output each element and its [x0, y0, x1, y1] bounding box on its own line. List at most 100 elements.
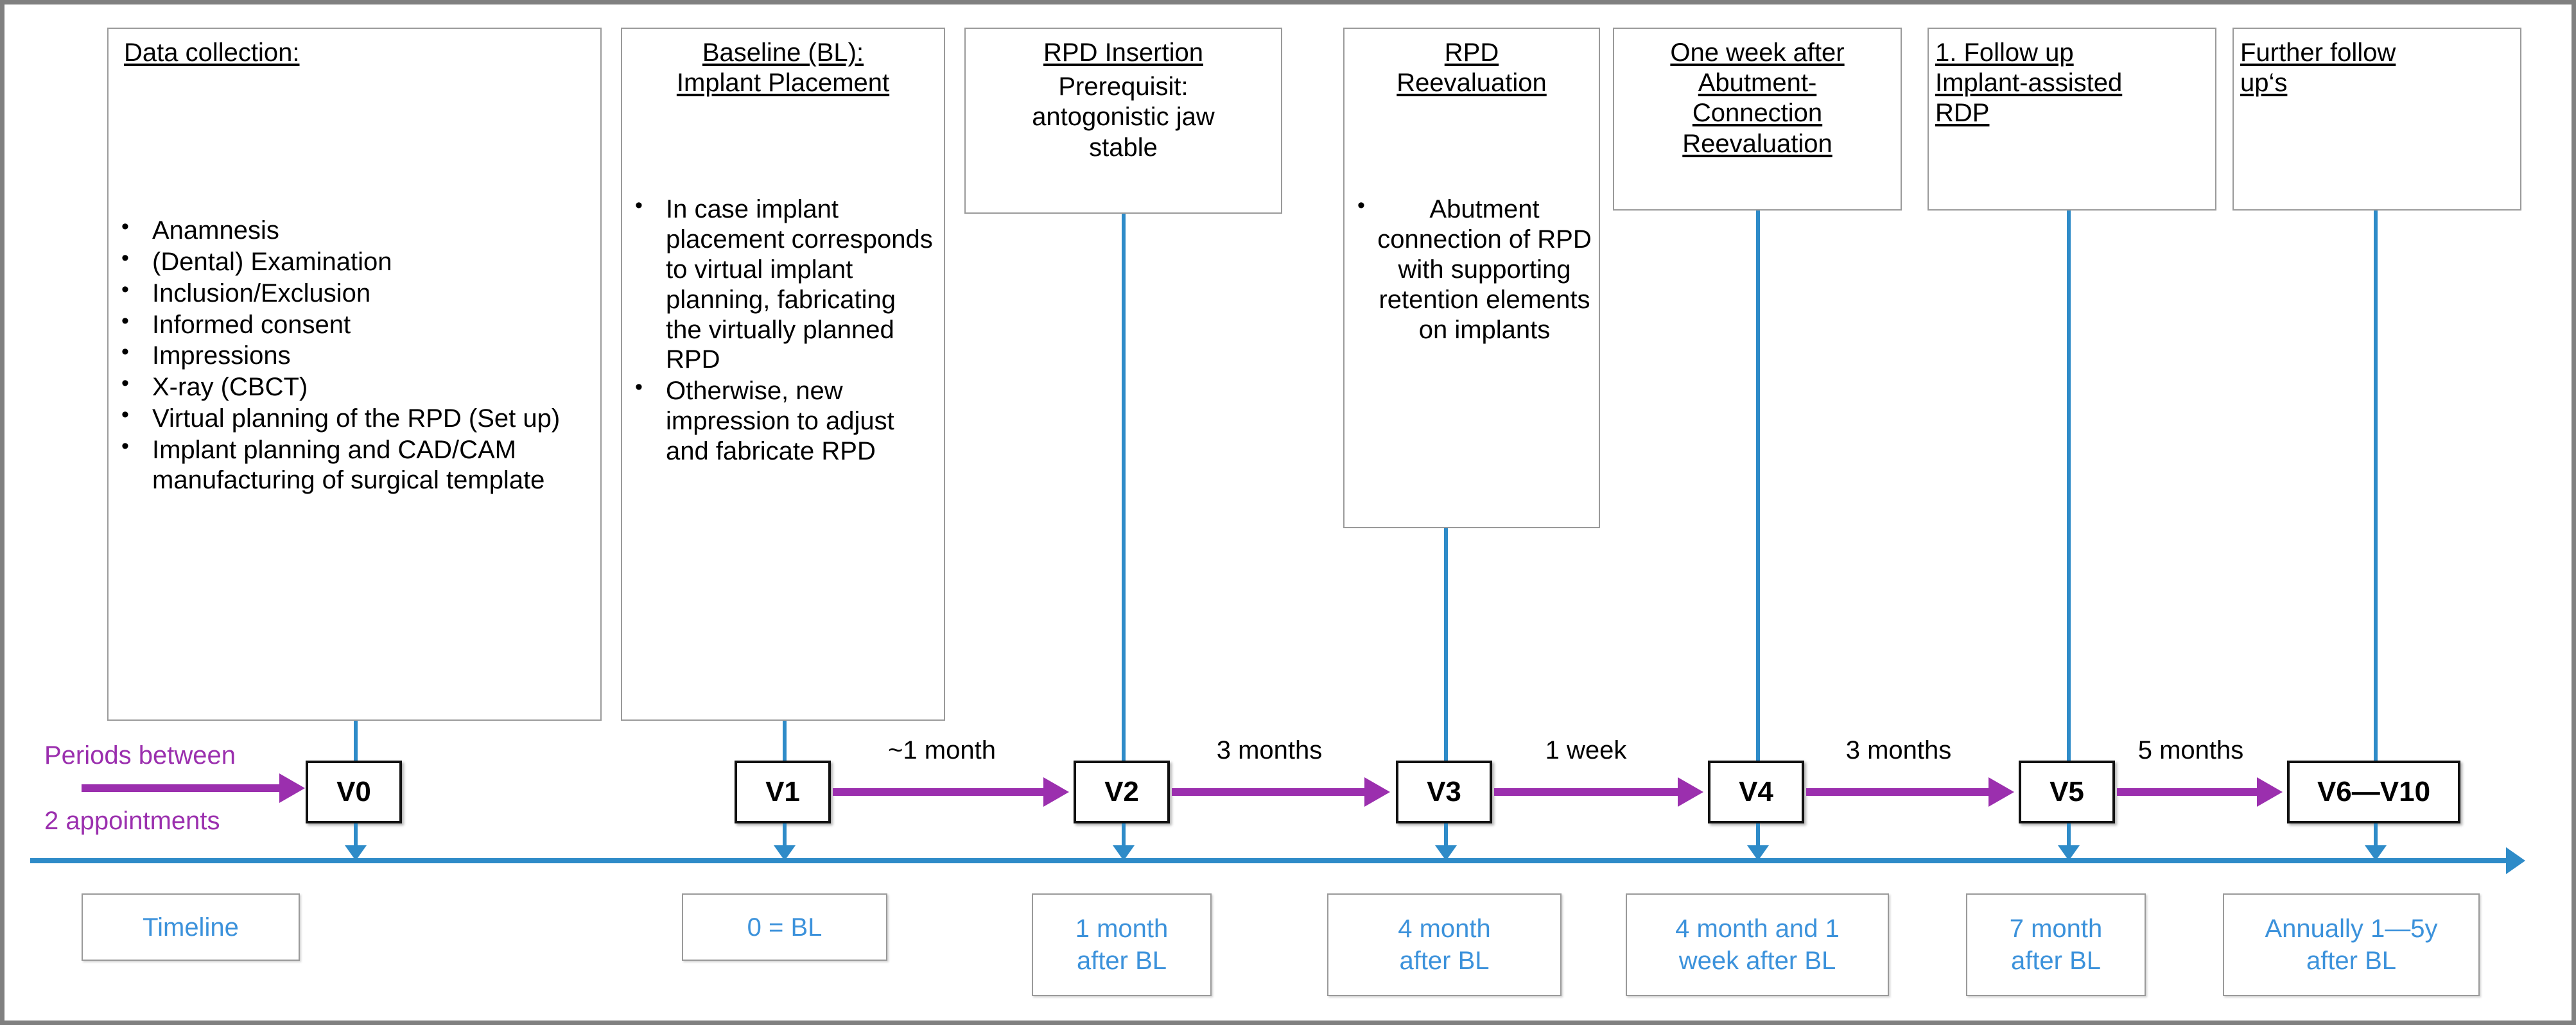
timeline-axis-arrowhead [2506, 847, 2525, 874]
phase-title-line-3: Connection [1692, 99, 1823, 128]
interval-arrow-head-v1-v2 [1043, 777, 1069, 807]
list-item: Inclusion/Exclusion [115, 277, 594, 309]
interval-label-v4-v5: 3 months [1845, 736, 1952, 764]
visit-node-label: V5 [2049, 776, 2084, 807]
phase-title-line-1: Baseline (BL): [702, 39, 864, 67]
legend-purple-arrow-head [279, 773, 305, 803]
visit-node-v2[interactable]: V2 [1074, 761, 1170, 823]
timeline-box-line-2: after BL [2010, 947, 2102, 975]
timeline-axis [30, 858, 2509, 863]
timeline-box-line-1: 4 month [1398, 915, 1491, 943]
timeline-box-v6-time: Annually 1—5y after BL [2223, 893, 2480, 996]
list-item: Abutment connection of RPD with supporti… [1351, 193, 1592, 345]
phase-box-rpd-reevaluation: RPD Reevaluation Abutment connection of … [1343, 28, 1600, 528]
timeline-box-v2-time: 1 month after BL [1032, 893, 1212, 996]
visit-node-v1[interactable]: V1 [735, 761, 831, 823]
interval-label-v2-v3: 3 months [1216, 736, 1323, 764]
legend-line-2: 2 appointments [44, 807, 220, 835]
list-item: Anamnesis [115, 214, 594, 246]
phase-subline: Prerequisit: [1058, 73, 1188, 101]
phase-title: Data collection: [124, 39, 300, 67]
phase-title-line-1: Further follow [2240, 39, 2396, 67]
timeline-box-line-2: after BL [2306, 947, 2397, 975]
phase-title-line-2: Implant-assisted [1935, 69, 2123, 98]
phase-bullet-list: Abutment connection of RPD with supporti… [1351, 193, 1592, 345]
visit-node-v6-v10[interactable]: V6—V10 [2287, 761, 2460, 823]
visit-node-v3[interactable]: V3 [1396, 761, 1492, 823]
connector-v1-down [783, 823, 787, 849]
connector-v3-down [1444, 823, 1448, 849]
interval-arrow-head-v4-v5 [1989, 777, 2014, 807]
connector-v2 [1122, 214, 1126, 761]
visit-node-label: V3 [1427, 776, 1461, 807]
legend-purple-arrow-line [82, 784, 281, 792]
timeline-box-v3-time: 4 month after BL [1327, 893, 1562, 996]
phase-title-line-1: 1. Follow up [1935, 39, 2074, 67]
interval-arrow-line-v2-v3 [1172, 788, 1366, 796]
visit-node-label: V6—V10 [2317, 776, 2431, 807]
connector-v0 [354, 721, 358, 761]
phase-title-line-4: Reevaluation [1682, 129, 1832, 158]
visit-node-label: V1 [765, 776, 800, 807]
phase-title-line-3: RDP [1935, 99, 1990, 128]
timeline-box-line-1: 7 month [2009, 915, 2103, 943]
interval-arrow-line-v4-v5 [1806, 788, 1990, 796]
interval-arrow-line-v1-v2 [833, 788, 1045, 796]
timeline-box-line-1: Timeline [143, 913, 239, 942]
connector-v6-down [2374, 823, 2378, 849]
phase-bullet-list: In case implant placement corresponds to… [629, 193, 937, 466]
connector-v3 [1444, 528, 1448, 761]
list-item: X-ray (CBCT) [115, 371, 594, 402]
connector-v5-down [2067, 823, 2071, 849]
phase-bullet-list: Anamnesis (Dental) Examination Inclusion… [115, 214, 594, 495]
phase-title-line-2: Reevaluation [1397, 69, 1547, 98]
connector-v0-down [354, 823, 358, 849]
interval-arrow-line-v5-v6 [2117, 788, 2258, 796]
interval-arrow-head-v5-v6 [2257, 777, 2283, 807]
phase-subline: antogonistic jaw [1032, 103, 1215, 132]
interval-arrow-line-v3-v4 [1494, 788, 1679, 796]
timeline-box-v1-time: 0 = BL [682, 893, 887, 961]
interval-arrow-head-v2-v3 [1364, 777, 1390, 807]
visit-node-v4[interactable]: V4 [1708, 761, 1804, 823]
phase-box-baseline-implant-placement: Baseline (BL): Implant Placement In case… [621, 28, 945, 721]
phase-box-first-follow-up: 1. Follow up Implant-assisted RDP [1928, 28, 2216, 211]
timeline-box-line-2: after BL [1399, 947, 1490, 975]
interval-arrow-head-v3-v4 [1678, 777, 1703, 807]
legend-line-1: Periods between [44, 741, 236, 770]
timeline-box-v4-time: 4 month and 1 week after BL [1626, 893, 1889, 996]
connector-v5 [2067, 211, 2071, 761]
visit-node-label: V0 [336, 776, 371, 807]
interval-label-v3-v4: 1 week [1545, 736, 1627, 764]
connector-v1 [783, 721, 787, 761]
connector-v6 [2374, 211, 2378, 761]
connector-v4 [1756, 211, 1760, 761]
visit-node-label: V4 [1739, 776, 1773, 807]
phase-title: RPD Insertion [1043, 39, 1203, 67]
timeline-box-timeline: Timeline [82, 893, 300, 961]
phase-box-rpd-insertion: RPD Insertion Prerequisit: antogonistic … [964, 28, 1282, 214]
timeline-box-line-1: Annually 1—5y [2265, 915, 2438, 943]
phase-title-line-2: up‘s [2240, 69, 2288, 98]
connector-v4-down [1756, 823, 1760, 849]
list-item: In case implant placement corresponds to… [629, 193, 937, 375]
timeline-box-line-1: 0 = BL [747, 913, 822, 942]
list-item: (Dental) Examination [115, 246, 594, 277]
phase-title-line-1: RPD [1444, 39, 1499, 67]
list-item: Impressions [115, 340, 594, 371]
interval-label-v1-v2: ~1 month [888, 736, 996, 764]
phase-subline: stable [1089, 133, 1158, 162]
visit-node-v0[interactable]: V0 [306, 761, 402, 823]
visit-node-v5[interactable]: V5 [2019, 761, 2115, 823]
phase-title-line-1: One week after [1670, 39, 1845, 67]
phase-title-line-2: Implant Placement [676, 69, 890, 98]
timeline-box-line-1: 1 month [1075, 915, 1169, 943]
list-item: Implant planning and CAD/CAM manufacturi… [115, 434, 594, 495]
list-item: Informed consent [115, 309, 594, 340]
phase-box-one-week-after-abutment-connection: One week after Abutment- Connection Reev… [1613, 28, 1902, 211]
visit-node-label: V2 [1104, 776, 1139, 807]
interval-label-v5-v6: 5 months [2137, 736, 2244, 764]
phase-title-line-2: Abutment- [1698, 69, 1817, 98]
list-item: Otherwise, new impression to adjust and … [629, 375, 937, 466]
